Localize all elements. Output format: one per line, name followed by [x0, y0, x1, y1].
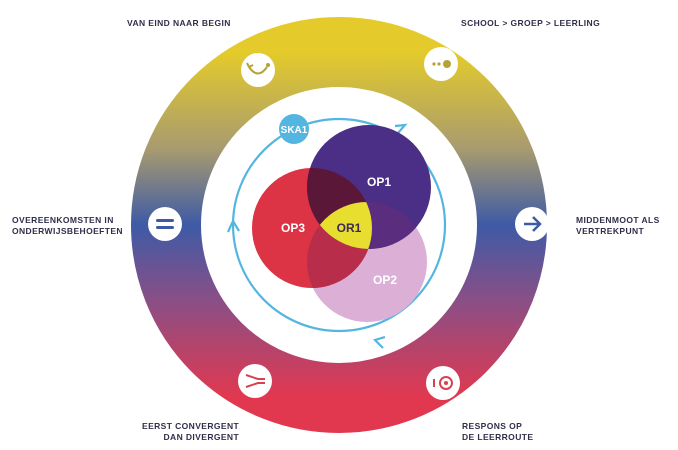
- venn-diagram: OP1 OP3 OP2 OR1: [252, 125, 431, 322]
- label-top-left: VAN EIND NAAR BEGIN: [127, 18, 231, 28]
- cycle-arrows: [226, 117, 447, 349]
- or1-label: OR1: [337, 221, 362, 235]
- label-mid-left: OVEREENKOMSTEN IN ONDERWIJSBEHOEFTEN: [12, 215, 123, 236]
- arrow-right-icon: [515, 207, 549, 241]
- funnel-icon: [238, 364, 272, 398]
- target-icon: [426, 366, 460, 400]
- smile-arrow-icon: [241, 53, 275, 87]
- equal-icon: [148, 207, 182, 241]
- label-top-right: SCHOOL > GROEP > LEERLING: [461, 18, 601, 28]
- merge-dots-icon: [424, 47, 458, 81]
- ska1-badge: SKA1: [279, 114, 309, 144]
- op1-label: OP1: [367, 175, 391, 189]
- op3-label: OP3: [281, 221, 305, 235]
- label-mid-right: MIDDENMOOT ALS VERTREKPUNT: [576, 215, 660, 236]
- op2-label: OP2: [373, 273, 397, 287]
- ska1-label: SKA1: [281, 125, 308, 136]
- label-bottom-right: RESPONS OP DE LEERROUTE: [462, 421, 534, 442]
- label-bottom-left: EERST CONVERGENT DAN DIVERGENT: [142, 421, 240, 442]
